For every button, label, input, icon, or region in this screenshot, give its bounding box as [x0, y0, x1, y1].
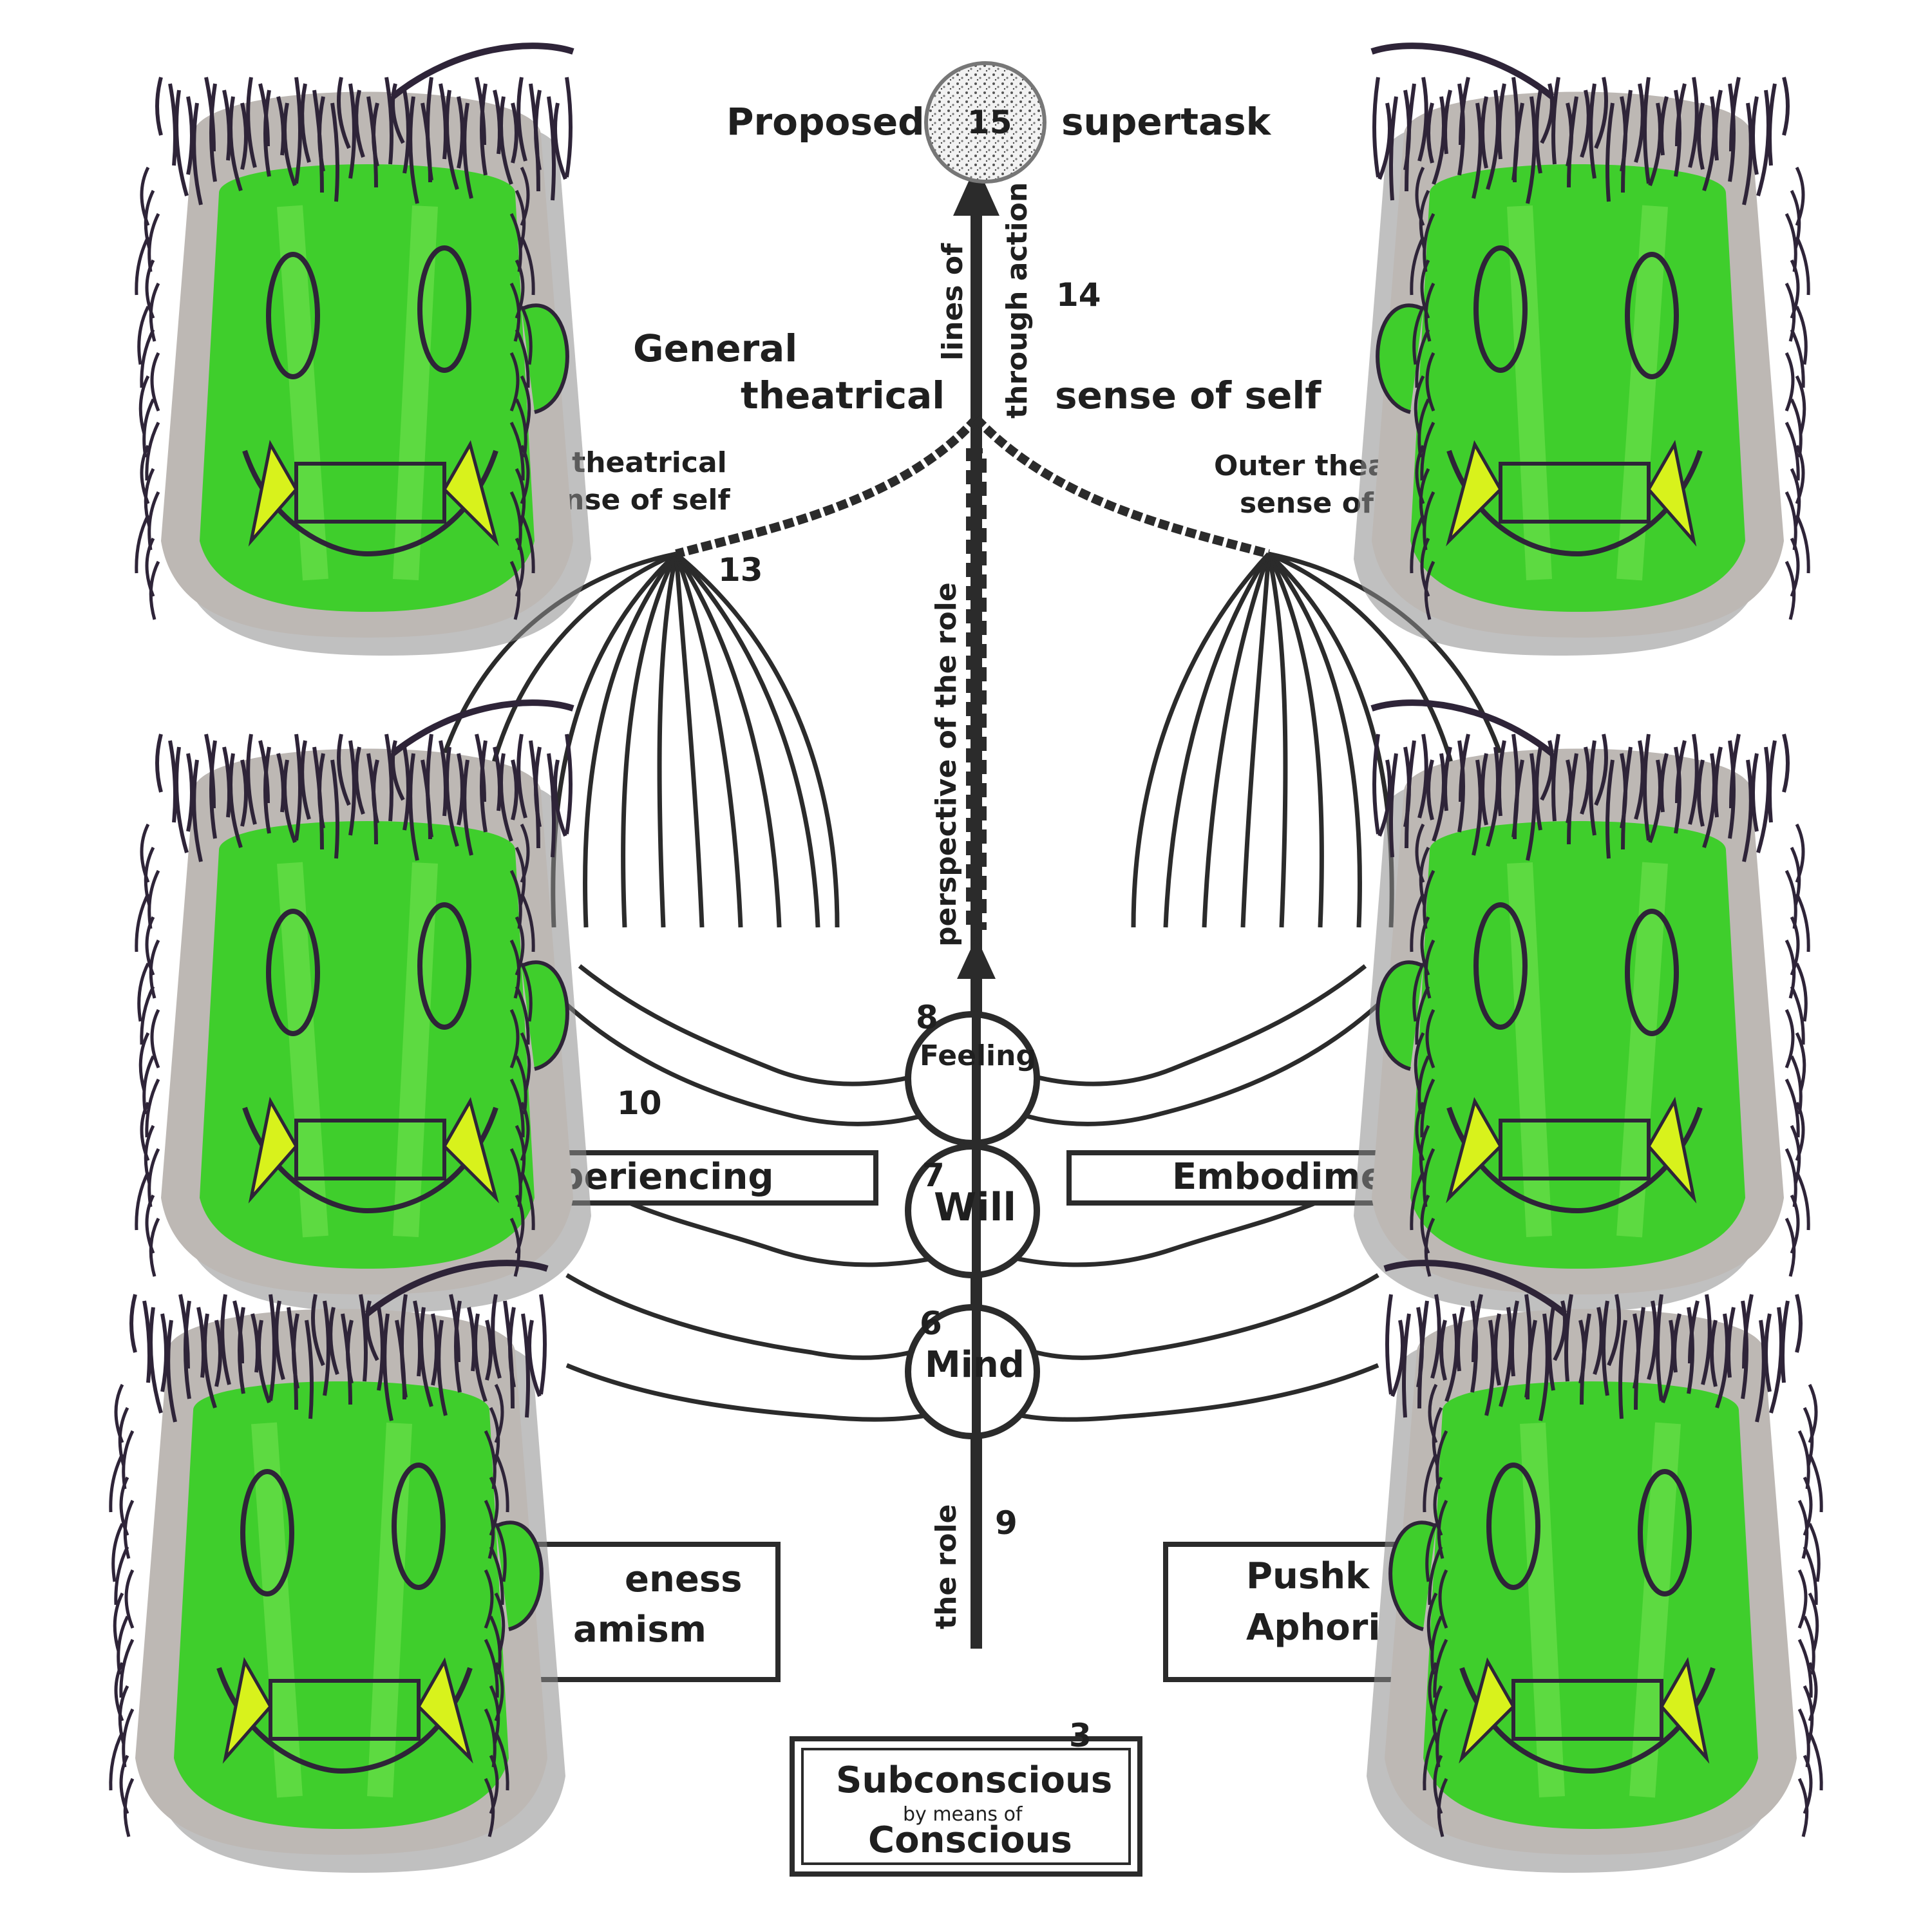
label-box-right-2: Aphori — [1246, 1607, 1381, 1649]
label-7: 7 — [922, 1157, 945, 1194]
box-left — [518, 1542, 781, 1682]
label-will: Will — [934, 1185, 1016, 1230]
label-general: General — [633, 327, 798, 370]
monster-head-icon — [109, 1260, 565, 1873]
label-through-action: through action — [1001, 182, 1034, 419]
rope-left — [675, 415, 980, 558]
top-arrowhead — [953, 164, 999, 216]
label-6: 6 — [920, 1305, 942, 1342]
label-lines-of: lines of — [936, 243, 969, 361]
monster-head-icon — [135, 43, 591, 656]
rope-right — [972, 415, 1270, 558]
label-box-left-2: amism — [573, 1609, 707, 1651]
monster-head-icon — [1354, 699, 1810, 1312]
monster-head-icon — [1354, 43, 1810, 656]
label-supertask: supertask — [1061, 100, 1271, 144]
node-15 — [924, 61, 1046, 184]
label-mind: Mind — [925, 1344, 1025, 1386]
label-the-role: the role — [930, 1504, 963, 1629]
label-3: 3 — [1069, 1717, 1092, 1754]
label-proposed: Proposed — [726, 100, 925, 144]
label-theatrical: theatrical — [741, 374, 945, 417]
label-subconscious: Subconscious — [836, 1759, 1113, 1801]
monster-head-icon — [135, 699, 591, 1312]
label-node-15: 15 — [967, 104, 1012, 141]
label-sense-of-self: sense of self — [1055, 374, 1321, 417]
label-9: 9 — [995, 1504, 1018, 1542]
label-feeling: Feeling — [920, 1039, 1036, 1072]
label-13: 13 — [718, 551, 763, 589]
box-subconscious — [790, 1736, 1142, 1877]
label-perspective: perspective of the role — [930, 582, 963, 947]
label-14: 14 — [1056, 276, 1101, 314]
label-box-left-1: eness — [625, 1558, 743, 1600]
label-by-means-of: by means of — [903, 1803, 1023, 1826]
label-8: 8 — [916, 999, 938, 1036]
label-conscious: Conscious — [868, 1819, 1072, 1861]
monster-head-icon — [1367, 1260, 1823, 1873]
label-box-right-1: Pushk — [1246, 1555, 1370, 1597]
mid-arrowhead — [957, 937, 996, 979]
chain-segment — [966, 448, 987, 930]
label-10: 10 — [617, 1084, 662, 1122]
